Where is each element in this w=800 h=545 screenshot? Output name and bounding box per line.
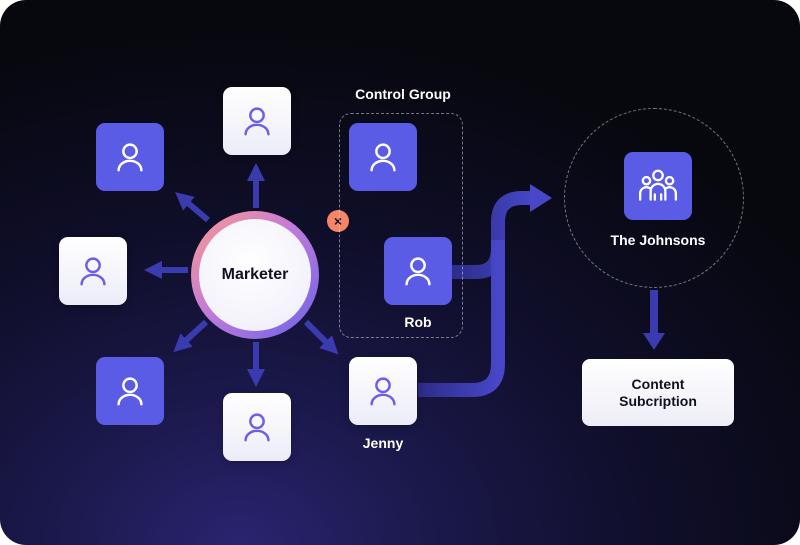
rob-label: Rob	[404, 314, 432, 330]
person-tile-left[interactable]	[59, 237, 127, 305]
person-icon	[117, 377, 143, 406]
excluded-icon: ×	[327, 210, 349, 232]
person-tile-top-left[interactable]	[96, 123, 164, 191]
person-tile-rob[interactable]	[384, 237, 452, 305]
person-icon	[244, 413, 270, 442]
person-icon	[117, 143, 143, 172]
flow-arrowhead	[530, 184, 552, 212]
family-label: The Johnsons	[610, 232, 706, 248]
control-group-title: Control Group	[355, 86, 451, 102]
arrow-down-right	[303, 319, 339, 355]
content-line-2: Subcription	[619, 392, 697, 409]
family-icon	[638, 169, 678, 201]
person-icon	[244, 107, 270, 136]
marketer-hub[interactable]: Marketer	[191, 211, 319, 339]
family-ring	[564, 108, 744, 288]
person-icon	[370, 377, 396, 406]
control-group-box	[339, 113, 463, 338]
arrow-johnsons-to-content-head	[643, 333, 665, 350]
arrow-up-left	[175, 192, 210, 223]
marketer-label: Marketer	[199, 219, 311, 331]
person-tile-control[interactable]	[349, 123, 417, 191]
family-tile[interactable]	[624, 152, 692, 220]
flow-jenny-to-johnsons	[418, 240, 505, 397]
person-tile-top[interactable]	[223, 87, 291, 155]
content-line-1: Content	[631, 375, 685, 392]
content-subscription-card[interactable]: Content Subcription	[582, 359, 734, 426]
person-tile-bottom[interactable]	[223, 393, 291, 461]
jenny-label: Jenny	[362, 435, 404, 451]
person-tile-bottom-left[interactable]	[96, 357, 164, 425]
person-icon	[405, 257, 431, 286]
person-tile-jenny[interactable]	[349, 357, 417, 425]
person-icon	[370, 143, 396, 172]
person-icon	[80, 257, 106, 286]
flow-rob-to-johnsons	[452, 191, 532, 279]
arrow-down-left	[173, 319, 209, 353]
